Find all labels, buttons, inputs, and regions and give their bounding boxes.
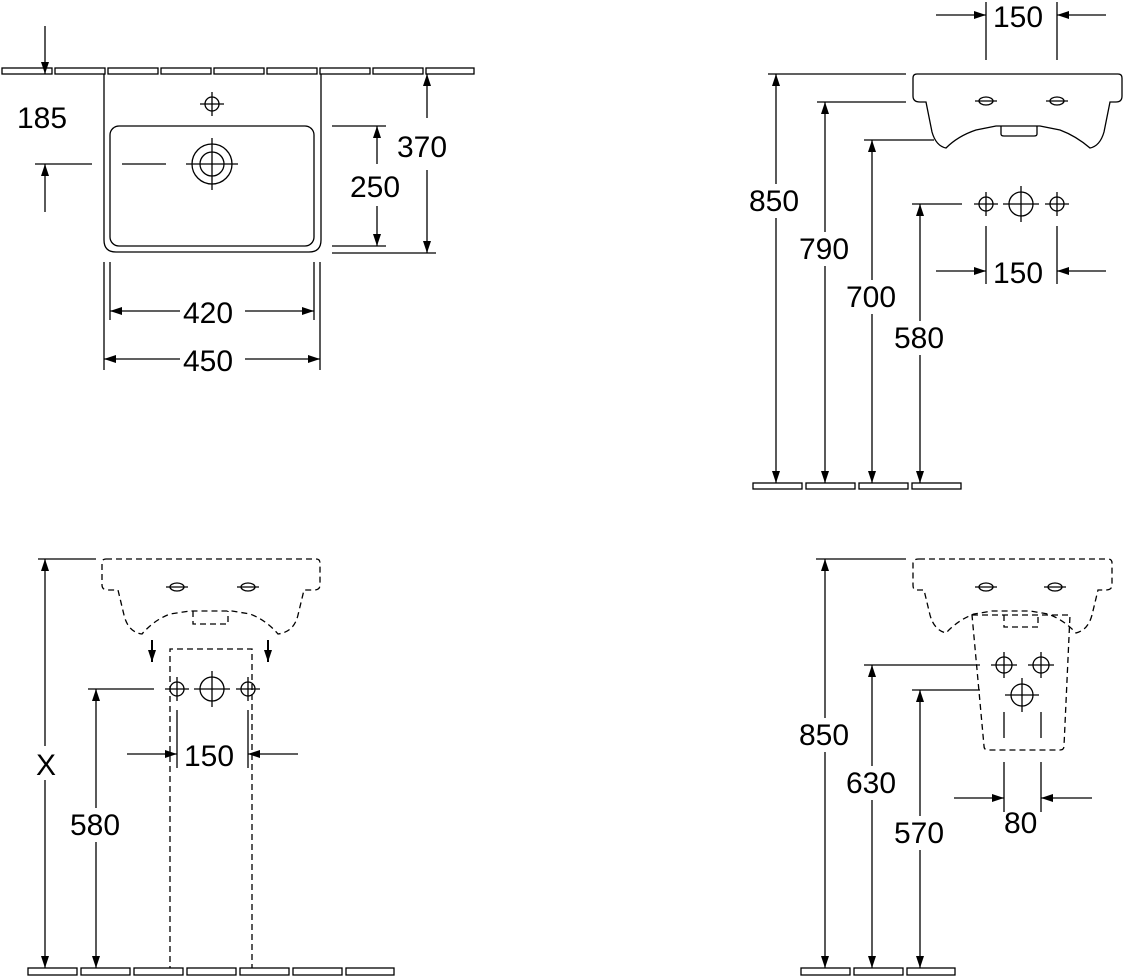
dim-150-mid-label: 150: [993, 257, 1043, 290]
dim-630-label: 630: [846, 767, 896, 800]
basin-front-outline: [912, 73, 1123, 149]
semi-pedestal-view: 80 850 630 570: [796, 558, 1113, 976]
dim-150-top-label: 150: [993, 1, 1043, 34]
dim-80-label: 80: [1004, 807, 1037, 840]
basin-inner-bottom: [1000, 126, 1038, 137]
semi-pedestal-dashed: [971, 614, 1071, 751]
fitting-symbols-front: [974, 186, 1069, 222]
dim-370-label: 370: [397, 131, 447, 164]
wall-strip: [1, 67, 475, 75]
dim-790-label: 790: [799, 233, 849, 266]
floor-strip-top-right: [752, 482, 962, 490]
tap-hole-symbol: [200, 92, 224, 116]
pedestal-view: 150 X 580: [27, 558, 395, 976]
dim-700-label: 700: [846, 281, 896, 314]
basin-inner-dashed: [192, 611, 229, 625]
dim-x-label: X: [36, 749, 56, 782]
plan-view: 185 370 250 420 450: [1, 26, 475, 378]
dim-850-semi-label: 850: [799, 719, 849, 752]
semi-pedestal-inner-dashed: [1003, 615, 1039, 628]
fitting-symbols-semi: [991, 652, 1054, 712]
drain-symbol: [122, 138, 238, 190]
tap-holes-front: [975, 96, 1068, 106]
dim-570-label: 570: [894, 817, 944, 850]
dim-420-label: 420: [183, 297, 233, 330]
tap-holes-pedestal: [166, 582, 259, 592]
floor-strip-bottom-right: [800, 967, 956, 976]
fitting-symbols-pedestal: [165, 671, 260, 707]
floor-strip-bottom-left: [27, 967, 395, 976]
dim-250-label: 250: [350, 171, 400, 204]
dim-580-ped-label: 580: [70, 809, 120, 842]
basin-dashed-outline-right: [912, 558, 1113, 634]
dim-185-label: 185: [17, 102, 67, 135]
tap-holes-semi: [975, 582, 1066, 592]
basin-dashed-outline: [101, 558, 321, 635]
dim-580-label: 580: [894, 322, 944, 355]
pedestal-dashed: [169, 648, 253, 972]
dim-150-ped-label: 150: [184, 740, 234, 773]
dim-850-label: 850: [749, 185, 799, 218]
basin-outline: [103, 74, 322, 253]
basin-bowl: [109, 125, 315, 247]
front-elevation: 150 150 850 790: [746, 1, 1123, 490]
dim-450-label: 450: [183, 345, 233, 378]
